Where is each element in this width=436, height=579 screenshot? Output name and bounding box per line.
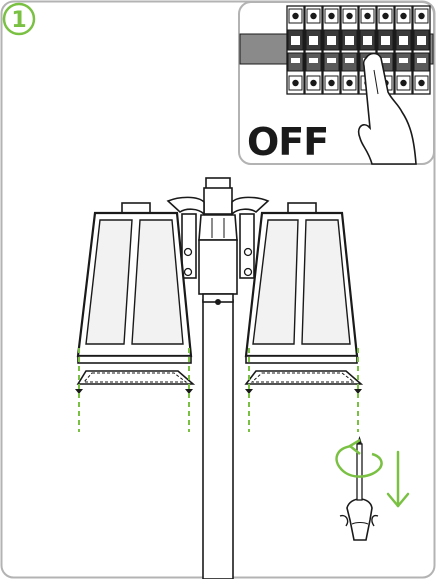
left-arm xyxy=(166,196,205,216)
breaker-row xyxy=(286,5,431,95)
lamp-post xyxy=(166,177,270,579)
step-badge-circle xyxy=(2,2,36,36)
hand-icon xyxy=(357,52,417,165)
left-lantern xyxy=(76,202,193,364)
screw-guide-lines xyxy=(78,348,359,432)
step-badge: 1 xyxy=(2,2,36,36)
screwdriver xyxy=(339,436,379,541)
down-arrow-icon xyxy=(386,450,410,508)
left-bottom-panel xyxy=(75,370,196,398)
breaker-state-label: OFF xyxy=(247,120,328,164)
post-shaft xyxy=(202,299,234,579)
right-lantern xyxy=(244,202,359,364)
counterclockwise-rotation-arrow-icon xyxy=(335,438,383,478)
step-number: 1 xyxy=(11,8,26,33)
breaker-panel-inset: OFF xyxy=(238,1,435,165)
right-arm xyxy=(231,196,270,216)
